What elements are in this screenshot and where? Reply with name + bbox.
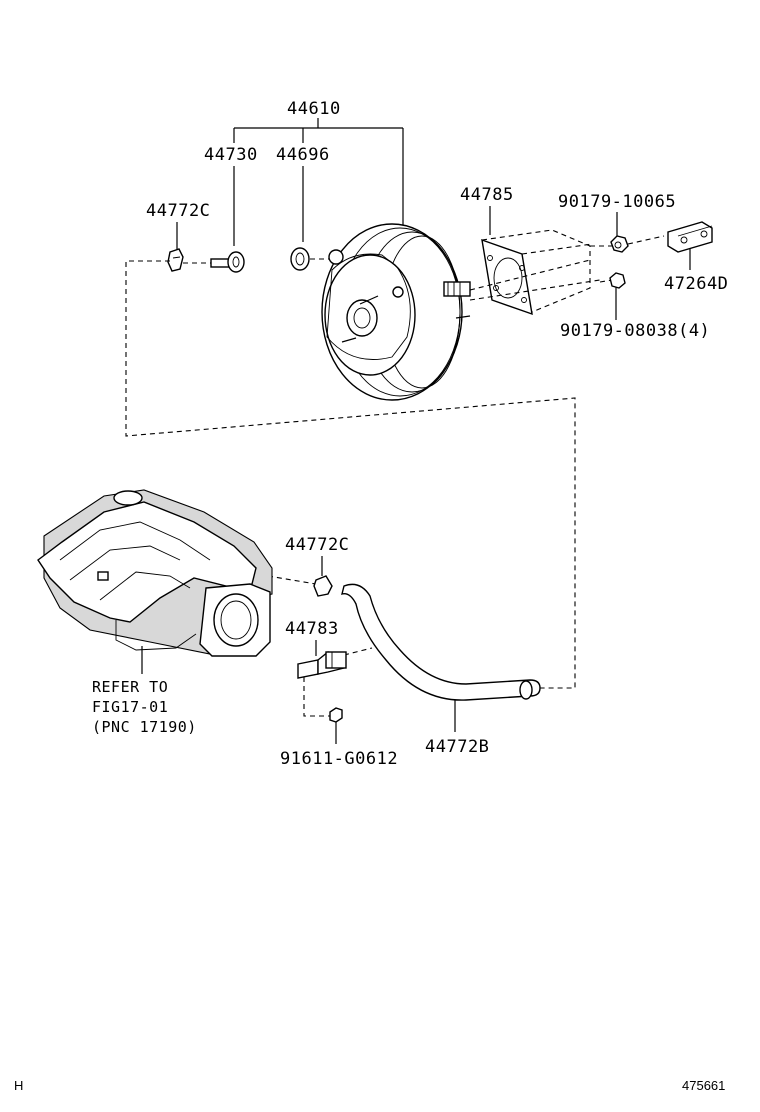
clamp-mid-part xyxy=(313,556,333,597)
gasket-part xyxy=(469,229,613,316)
brake-booster-part xyxy=(321,223,471,401)
nut-b-part xyxy=(609,272,626,289)
label-90179-10065[interactable]: 90179-10065 xyxy=(558,192,676,212)
intake-manifold-part xyxy=(37,489,273,674)
label-44772b[interactable]: 44772B xyxy=(425,737,489,757)
label-44730[interactable]: 44730 xyxy=(204,145,258,165)
reference-line-1: REFER TO xyxy=(92,678,168,696)
label-44772c-top[interactable]: 44772C xyxy=(146,201,210,221)
label-44772c-mid[interactable]: 44772C xyxy=(285,535,349,555)
label-47264d[interactable]: 47264D xyxy=(664,274,728,294)
label-91611-g0612[interactable]: 91611-G0612 xyxy=(280,749,398,769)
vacuum-hose-part xyxy=(341,583,541,732)
label-90179-08038[interactable]: 90179-08038(4) xyxy=(560,321,710,341)
label-44783[interactable]: 44783 xyxy=(285,619,339,639)
grommet-part xyxy=(290,247,338,271)
figure-id: 475661 xyxy=(682,1078,725,1093)
bracket-part xyxy=(667,221,713,253)
corner-mark: H xyxy=(14,1078,23,1093)
bolt-part xyxy=(329,707,343,744)
reference-line-3: (PNC 17190) xyxy=(92,718,197,736)
label-44610[interactable]: 44610 xyxy=(287,99,341,119)
nut-a-part xyxy=(610,235,665,253)
label-44696[interactable]: 44696 xyxy=(276,145,330,165)
clamp-top-part xyxy=(167,248,184,272)
hose-bracket-part xyxy=(297,640,347,679)
dashed-connection-lines xyxy=(125,260,576,717)
assembly-leader xyxy=(176,118,691,320)
label-44785[interactable]: 44785 xyxy=(460,185,514,205)
check-valve-part xyxy=(183,251,245,273)
reference-line-2: FIG17-01 xyxy=(92,698,168,716)
